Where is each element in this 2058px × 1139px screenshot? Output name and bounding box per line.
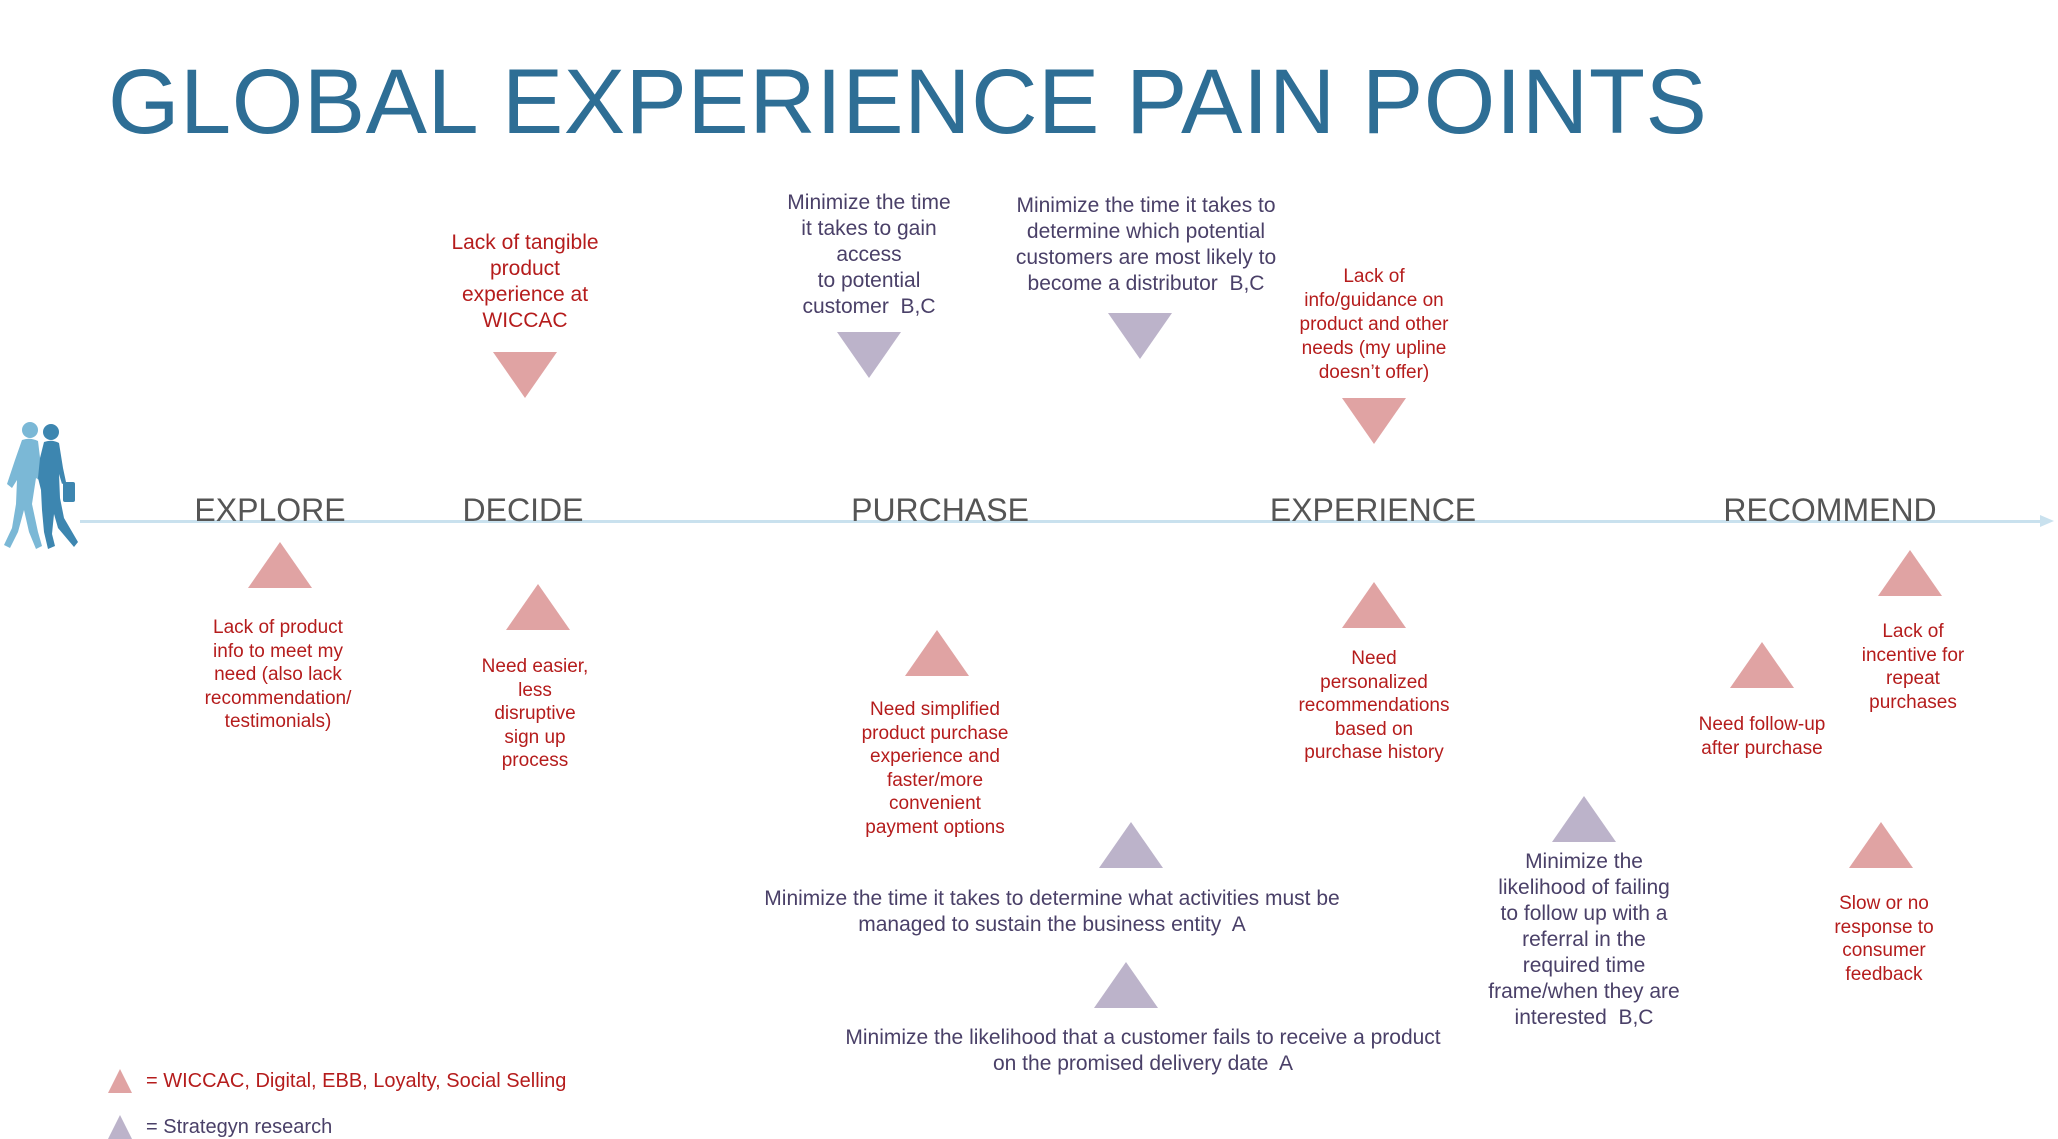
pain-point-decide-tangible: Lack of tangible product experience at W… <box>451 231 599 332</box>
timeline-arrowhead <box>2040 515 2054 527</box>
stage-recommend: RECOMMEND <box>1723 492 1937 528</box>
purple-triangle-icon <box>1108 313 1172 359</box>
stage-explore: EXPLORE <box>194 492 346 528</box>
stage-decide: DECIDE <box>462 492 584 528</box>
legend-red: = WICCAC, Digital, EBB, Loyalty, Social … <box>108 1069 566 1093</box>
red-triangle-icon <box>905 630 969 676</box>
purple-triangle-icon <box>837 332 901 378</box>
legend-purple: = Strategyn research <box>108 1115 332 1139</box>
purple-triangle-icon <box>1094 962 1158 1008</box>
red-triangle-icon <box>1342 582 1406 628</box>
pain-point-recommend-feedback: Slow or no response to consumer feedback <box>1834 893 1934 985</box>
red-triangle-icon <box>1878 550 1942 596</box>
stage-experience: EXPERIENCE <box>1269 492 1477 528</box>
red-triangle-icon <box>493 352 557 398</box>
pain-point-experience-guidance: Lack of info/guidance on product and oth… <box>1299 266 1449 383</box>
legend-purple-label: = Strategyn research <box>146 1115 333 1138</box>
pain-point-purchase-delivery: Minimize the likelihood that a customer … <box>845 1026 1441 1075</box>
pain-point-recommend-followup: Need follow-up after purchase <box>1698 714 1826 759</box>
purple-triangle-icon <box>108 1115 132 1139</box>
red-triangle-icon <box>1342 398 1406 444</box>
pain-point-recommend-incentive: Lack of incentive for repeat purchases <box>1861 621 1965 713</box>
red-triangle-icon <box>1849 822 1913 868</box>
pain-point-purchase-simplified: Need simplified product purchase experie… <box>861 699 1009 838</box>
walking-people-icon <box>4 422 78 549</box>
purple-triangle-icon <box>1099 822 1163 868</box>
red-triangle-icon <box>248 542 312 588</box>
red-triangle-icon <box>506 584 570 630</box>
red-triangle-icon <box>1730 642 1794 688</box>
pain-point-explore-product-info: Lack of product info to meet my need (al… <box>204 617 352 732</box>
purple-triangle-icon <box>1552 796 1616 842</box>
red-triangle-icon <box>108 1069 132 1093</box>
stage-purchase: PURCHASE <box>851 492 1029 528</box>
pain-point-experience-personalized: Need personalized recommendations based … <box>1298 648 1450 763</box>
pain-point-purchase-activities: Minimize the time it takes to determine … <box>764 887 1340 936</box>
pain-point-purchase-gain-access: Minimize the time it takes to gain acces… <box>787 191 951 318</box>
page-title: GLOBAL EXPERIENCE PAIN POINTS <box>108 51 1708 153</box>
journey-timeline <box>80 520 2040 523</box>
legend-red-label: = WICCAC, Digital, EBB, Loyalty, Social … <box>146 1069 567 1092</box>
pain-point-purchase-distributor: Minimize the time it takes to determine … <box>1015 194 1277 295</box>
pain-point-decide-signup: Need easier, less disruptive sign up pro… <box>481 656 589 771</box>
pain-point-recommend-referral: Minimize the likelihood of failing to fo… <box>1488 850 1680 1029</box>
